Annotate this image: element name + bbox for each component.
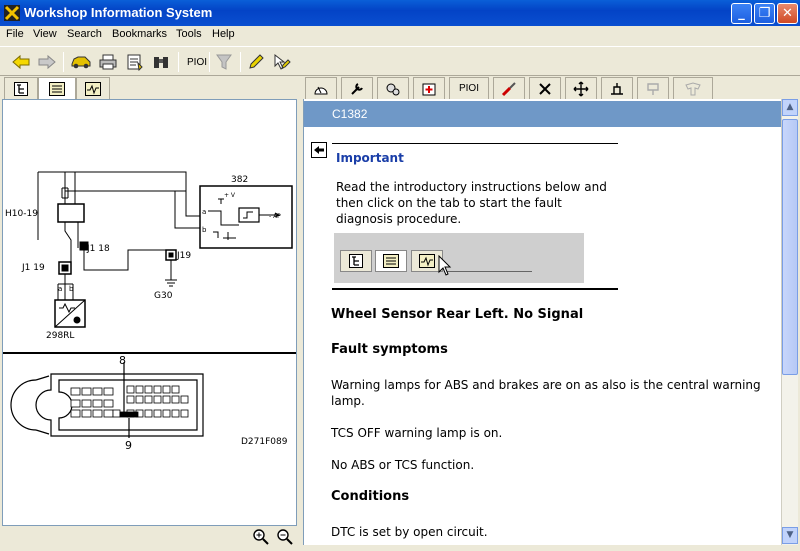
label-pin-b: b xyxy=(202,226,207,234)
scroll-up-button[interactable]: ▲ xyxy=(782,99,798,116)
tab-document[interactable] xyxy=(38,77,76,100)
zoom-bar xyxy=(2,526,297,551)
symptom-1: Warning lamps for ABS and brakes are on … xyxy=(331,378,761,408)
fault-symptoms-heading: Fault symptoms xyxy=(331,342,448,357)
app-icon xyxy=(4,5,20,21)
menu-bar: File View Search Bookmarks Tools Help xyxy=(0,26,800,45)
window-title: Workshop Information System xyxy=(24,5,213,20)
dtc-header: C1382 xyxy=(304,101,781,127)
tab-specs xyxy=(637,77,669,99)
label-j1-19: J1 19 xyxy=(21,263,45,273)
diagram-divider xyxy=(3,352,296,354)
menu-tools[interactable]: Tools xyxy=(176,28,202,40)
fault-heading: Wheel Sensor Rear Left. No Signal xyxy=(331,307,584,322)
label-382: 382 xyxy=(231,175,248,185)
restore-button[interactable]: ❐ xyxy=(754,3,775,24)
tab-gears[interactable] xyxy=(377,77,409,99)
symptom-3: No ABS or TCS function. xyxy=(331,458,475,472)
menu-file[interactable]: File xyxy=(6,28,24,40)
label-sensor-pin-a: a xyxy=(58,285,62,293)
notepad-icon[interactable] xyxy=(124,51,146,73)
label-ap: - AP xyxy=(269,213,281,220)
label-j1-18: J1 18 xyxy=(86,244,110,254)
pen-icon[interactable] xyxy=(245,51,267,73)
toolbar: PIOI xyxy=(0,46,800,76)
important-text: Read the introductory instructions below… xyxy=(336,180,607,226)
label-pin-8: 8 xyxy=(119,354,126,367)
tab-gauge[interactable] xyxy=(305,77,337,99)
print-icon[interactable] xyxy=(97,51,119,73)
scroll-down-button[interactable]: ▼ xyxy=(782,527,798,544)
zoom-out-icon[interactable] xyxy=(274,526,296,548)
tab-wrench[interactable] xyxy=(341,77,373,99)
menu-view[interactable]: View xyxy=(33,28,57,40)
scroll-thumb[interactable] xyxy=(782,119,798,375)
tab-body xyxy=(673,77,713,99)
tab-tools[interactable] xyxy=(529,77,561,99)
tabs-illustration xyxy=(334,233,584,283)
zoom-in-icon[interactable] xyxy=(250,526,272,548)
close-button[interactable]: ✕ xyxy=(777,3,798,24)
wiring-diagram: 382 + V - AP a b H10-19 J1 18 J1 19 J19 … xyxy=(5,171,293,452)
illustration-document-icon xyxy=(375,250,407,272)
tab-first-aid[interactable] xyxy=(413,77,445,99)
diagram-pane: 382 + V - AP a b H10-19 J1 18 J1 19 J19 … xyxy=(2,99,297,526)
menu-search[interactable]: Search xyxy=(67,28,102,40)
car-icon[interactable] xyxy=(70,51,92,73)
pane-splitter[interactable] xyxy=(297,77,303,551)
bottom-edge xyxy=(303,545,798,551)
important-notice: Important Read the introductory instruct… xyxy=(332,143,618,291)
back-icon[interactable] xyxy=(311,142,327,158)
conditions-heading: Conditions xyxy=(331,489,410,504)
illustration-tree-icon xyxy=(340,250,372,272)
pioi-toolbar-label[interactable]: PIOI xyxy=(187,57,208,68)
label-j19: J19 xyxy=(176,251,191,261)
cursor-icon xyxy=(438,255,452,276)
tab-move[interactable] xyxy=(565,77,597,99)
right-tabstrip: PIOI xyxy=(303,77,800,99)
label-g30: G30 xyxy=(154,291,173,301)
pen-cursor-icon[interactable] xyxy=(271,51,293,73)
tab-tree[interactable] xyxy=(4,77,38,99)
tab-lift[interactable] xyxy=(601,77,633,99)
label-h10-19: H10-19 xyxy=(5,209,38,219)
important-title: Important xyxy=(336,151,404,165)
filter-icon xyxy=(213,51,235,73)
menu-help[interactable]: Help xyxy=(212,28,235,40)
condition-1: DTC is set by open circuit. xyxy=(331,525,488,539)
forward-arrow-icon[interactable] xyxy=(36,51,58,73)
tab-pioi[interactable]: PIOI xyxy=(449,77,489,99)
binoculars-icon[interactable] xyxy=(150,51,172,73)
tab-pioi-label: PIOI xyxy=(458,83,479,94)
minimize-button[interactable]: _ xyxy=(731,3,752,24)
figure-id: D271F089 xyxy=(241,437,288,447)
back-arrow-icon[interactable] xyxy=(10,51,32,73)
label-sensor-pin-b: b xyxy=(69,285,74,293)
label-plus-v: + V xyxy=(224,192,236,199)
document-pane: C1382 Important Read the introductory in… xyxy=(303,99,781,545)
tab-diagnosis[interactable] xyxy=(76,77,110,99)
label-298rl: 298RL xyxy=(46,331,74,341)
left-tabstrip xyxy=(2,77,297,100)
title-bar: Workshop Information System _ ❐ ✕ xyxy=(0,0,800,26)
dtc-code: C1382 xyxy=(332,107,368,121)
symptom-2: TCS OFF warning lamp is on. xyxy=(331,426,503,440)
menu-bookmarks[interactable]: Bookmarks xyxy=(112,28,168,40)
vertical-scrollbar[interactable]: ▲ ▼ xyxy=(781,99,798,545)
tab-screwdriver[interactable] xyxy=(493,77,525,99)
connector-pins xyxy=(70,385,189,418)
label-pin-a: a xyxy=(202,208,206,216)
label-pin-9: 9 xyxy=(125,439,132,452)
